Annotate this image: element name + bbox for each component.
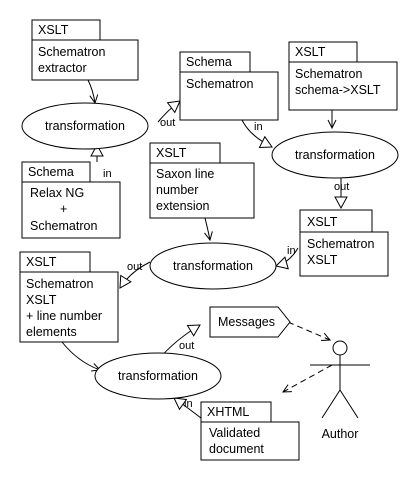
node-line: XSLT xyxy=(26,293,57,307)
node-line: + line number xyxy=(26,309,102,323)
transformation-4: transformation xyxy=(94,352,222,400)
edge-schema-to-t2 xyxy=(241,119,273,148)
actor-head-icon xyxy=(332,340,348,356)
transformation-label: transformation xyxy=(173,259,253,273)
node-line: Schematron xyxy=(295,67,362,81)
edge-label-in-1: in xyxy=(103,168,112,180)
edge-author-to-xhtml xyxy=(283,364,333,392)
edge-label-out-4: out xyxy=(179,340,194,352)
messages-label: Messages xyxy=(218,315,275,329)
edge-messages-to-author xyxy=(287,321,330,340)
node-tab: XSLT xyxy=(295,45,326,59)
edge-xsltschematron-to-t3 xyxy=(274,247,299,270)
node-messages: Messages xyxy=(209,306,291,338)
node-line: Validated xyxy=(209,426,260,440)
node-xslt-linenumber: XSLT Schematron XSLT + line number eleme… xyxy=(19,251,119,343)
node-xhtml-doc: XHTML Validated document xyxy=(200,401,300,461)
node-line: Relax NG xyxy=(30,186,84,200)
edge-label-out-1: out xyxy=(160,117,175,129)
node-line: Schematron xyxy=(26,277,93,291)
edge-label-out-2: out xyxy=(334,181,349,193)
node-schema-schematron: Schema Schematron xyxy=(179,51,279,121)
node-schema-relaxng: Schema Relax NG + Schematron xyxy=(21,161,121,239)
edge-label-out-3: out xyxy=(127,261,142,273)
transformation-label: transformation xyxy=(118,369,198,383)
node-tab: XSLT xyxy=(307,215,338,229)
edge-saxon-to-t3 xyxy=(205,217,210,240)
node-tab: XHTML xyxy=(207,405,249,419)
edge-label-in-2: in xyxy=(254,121,263,133)
node-line: elements xyxy=(26,325,77,339)
node-line: Schematron xyxy=(30,219,97,233)
node-line: number xyxy=(156,183,198,197)
node-tab: XSLT xyxy=(26,255,57,269)
transformation-label: transformation xyxy=(45,119,125,133)
edge-label-in-4: in xyxy=(184,398,193,410)
node-line: document xyxy=(209,442,264,456)
node-line: XSLT xyxy=(307,253,338,267)
edge-t3-to-linenumber xyxy=(119,261,151,289)
transformation-1: transformation xyxy=(21,102,149,150)
edge-label-in-3: in xyxy=(287,245,296,257)
node-line: Saxon line xyxy=(156,167,214,181)
node-tab: XSLT xyxy=(156,146,187,160)
node-line: extension xyxy=(156,199,210,213)
edge-linenumber-to-t4 xyxy=(61,341,100,370)
node-tab: Schema xyxy=(28,165,74,179)
node-line: schema->XSLT xyxy=(295,83,381,97)
node-line: Schematron xyxy=(38,45,105,59)
edge-extractor-to-t1 xyxy=(87,79,95,103)
actor-author-label: Author xyxy=(322,427,359,441)
edge-t1-to-schema xyxy=(157,100,181,123)
node-xslt-schematron: XSLT Schematron XSLT xyxy=(299,209,389,277)
node-tab: XSLT xyxy=(38,23,69,37)
transformation-label: transformation xyxy=(295,148,375,162)
transformation-2: transformation xyxy=(271,131,399,179)
node-xslt-saxon: XSLT Saxon line number extension xyxy=(149,142,255,219)
node-xslt-extractor: XSLT Schematron extractor xyxy=(31,19,139,81)
node-line: + xyxy=(60,202,67,216)
node-tab: Schema xyxy=(186,55,232,69)
edge-xhtml-to-t4 xyxy=(173,397,202,419)
actor-author xyxy=(310,340,370,419)
node-xslt-schema2xslt: XSLT Schematron schema->XSLT xyxy=(288,41,398,111)
node-line: Schematron xyxy=(307,237,374,251)
node-line: extractor xyxy=(38,61,87,75)
transformation-3: transformation xyxy=(149,242,277,290)
node-line: Schematron xyxy=(186,77,253,91)
